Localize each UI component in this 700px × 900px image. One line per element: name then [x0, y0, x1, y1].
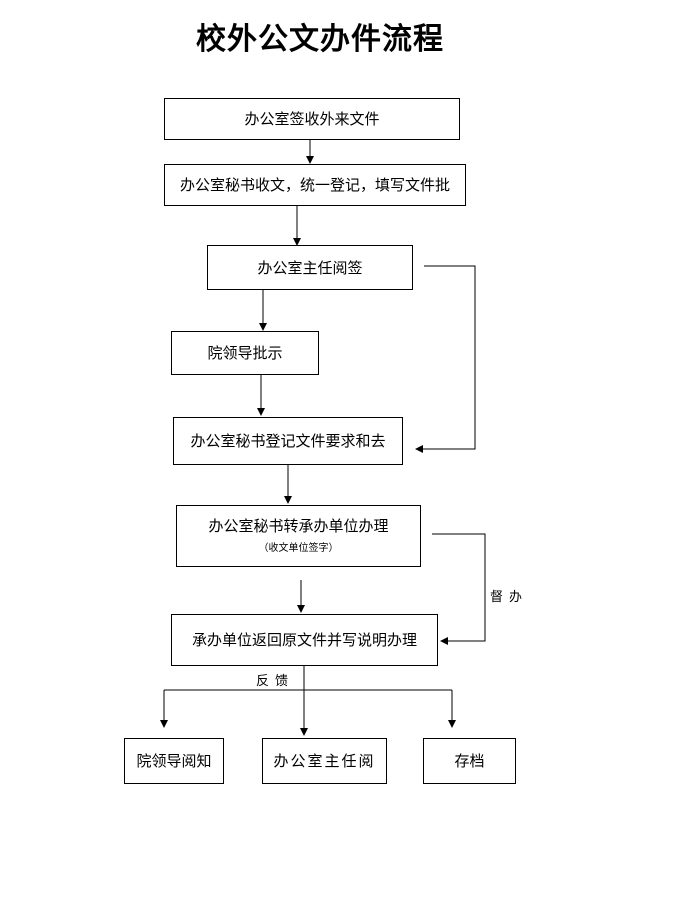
step-secretary-record-label: 办公室秘书登记文件要求和去 [190, 432, 386, 450]
step-forward-label: 办公室秘书转承办单位办理 [208, 517, 389, 535]
step-register: 办公室秘书收文，统一登记，填写文件批 [164, 164, 466, 206]
step-receive-label: 办公室签收外来文件 [244, 110, 380, 128]
step-director-review-label: 办公室主任阅签 [257, 258, 363, 277]
step-register-label: 办公室秘书收文，统一登记，填写文件批 [179, 176, 450, 194]
step-leader-approve-label: 院领导批示 [207, 344, 283, 362]
arrow-director-bypass [415, 265, 476, 453]
page-title: 校外公文办件流程 [196, 22, 444, 57]
step-secretary-record: 办公室秘书登记文件要求和去 [173, 417, 403, 465]
step-return: 承办单位返回原文件并写说明办理 [171, 614, 438, 666]
step-director-review: 办公室主任阅签 [207, 245, 413, 290]
step-archive-label: 存档 [454, 752, 485, 770]
step-forward-note: （收文单位签字） [258, 543, 339, 554]
step-receive: 办公室签收外来文件 [164, 98, 460, 140]
feedback-label: 反馈 [256, 674, 295, 689]
step-leader-approve: 院领导批示 [171, 331, 319, 375]
step-director-read: 办公室主任阅 [262, 738, 387, 784]
step-return-label: 承办单位返回原文件并写说明办理 [191, 631, 417, 649]
step-leader-read: 院领导阅知 [124, 738, 224, 784]
step-forward: 办公室秘书转承办单位办理 （收文单位签字） [176, 505, 421, 567]
arrow-supervise-loop [432, 533, 486, 645]
supervise-label: 督办 [490, 590, 529, 605]
step-leader-read-label: 院领导阅知 [136, 752, 212, 770]
step-archive: 存档 [423, 738, 516, 784]
step-director-read-label: 办公室主任阅 [273, 752, 376, 770]
